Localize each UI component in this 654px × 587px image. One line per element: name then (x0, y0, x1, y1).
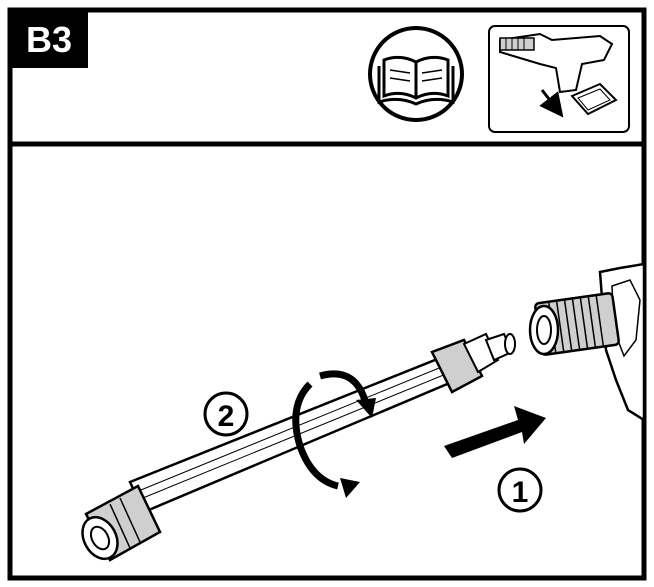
open-book-icon (368, 26, 464, 122)
panel-label: B3 (10, 10, 88, 68)
step-1-badge: 1 (497, 467, 543, 513)
step-1-number: 1 (512, 476, 529, 509)
pressure-washer-gun (528, 262, 646, 423)
rotate-arrow (292, 370, 376, 498)
gun-outlet (528, 292, 620, 356)
step-2-badge: 2 (203, 391, 249, 437)
step-2-number: 2 (218, 400, 235, 433)
battery-removal-icon (488, 25, 630, 133)
panel-label-text: B3 (26, 19, 72, 60)
extension-lance (81, 332, 516, 562)
push-arrow (444, 406, 546, 458)
